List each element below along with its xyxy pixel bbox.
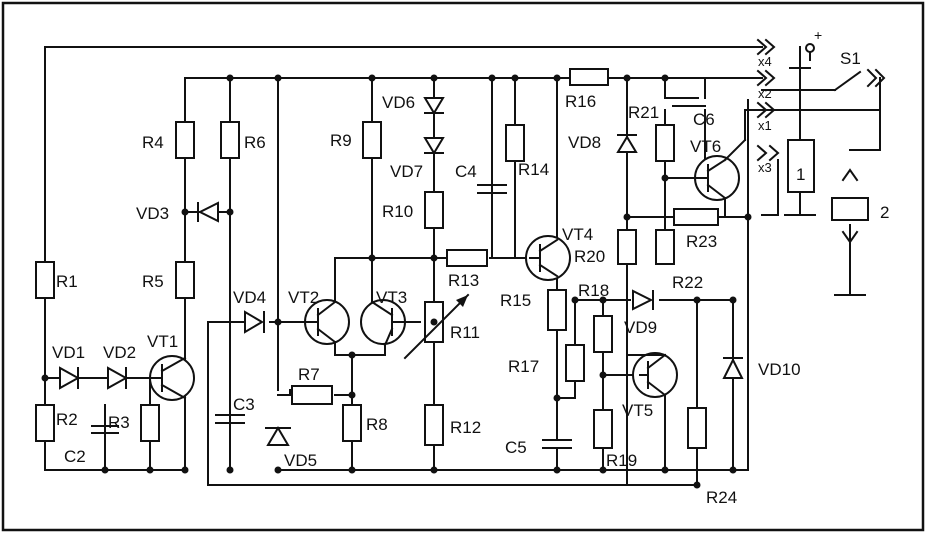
label-x1: x1 (758, 118, 772, 133)
wires (44, 46, 881, 486)
label-r22: R22 (672, 273, 703, 292)
connectors (756, 38, 886, 244)
label-r6: R6 (244, 133, 266, 152)
resistor-r20 (617, 229, 637, 265)
label-r8: R8 (366, 415, 388, 434)
label-plus: + (814, 27, 822, 43)
transistors (149, 109, 747, 401)
label-r9: R9 (330, 131, 352, 150)
resistor-r8 (342, 404, 362, 442)
label-vt5: VT5 (622, 401, 653, 420)
label-r18: R18 (578, 281, 609, 300)
label-vd1: VD1 (52, 343, 85, 362)
label-c5: C5 (505, 438, 527, 457)
resistors (35, 68, 719, 449)
label-r21: R21 (628, 103, 659, 122)
label-vd2: VD2 (103, 343, 136, 362)
label-x3: x3 (758, 160, 772, 175)
label-r10: R10 (382, 202, 413, 221)
label-c2: C2 (64, 447, 86, 466)
label-vt1: VT1 (147, 332, 178, 351)
resistor-r12 (424, 404, 444, 446)
label-r12: R12 (450, 418, 481, 437)
label-r19: R19 (606, 451, 637, 470)
label-vd5: VD5 (284, 451, 317, 470)
resistor-r21 (655, 124, 675, 162)
label-r7: R7 (298, 365, 320, 384)
label-r24: R24 (706, 488, 737, 507)
transistor-vt4 (525, 235, 571, 281)
label-r11: R11 (450, 323, 480, 342)
resistor-r19 (593, 409, 613, 449)
resistor-r7 (291, 385, 333, 405)
resistor-r18 (593, 315, 613, 353)
resistor-r1 (35, 261, 55, 299)
resistor-r17 (565, 344, 585, 382)
label-lamp: 1 (796, 165, 805, 184)
label-r2: R2 (56, 410, 78, 429)
label-vd4: VD4 (233, 288, 266, 307)
resistor-r10 (424, 191, 444, 229)
resistor-r14 (505, 124, 525, 162)
label-r14: R14 (518, 160, 549, 179)
label-x4: x4 (758, 54, 772, 69)
label-r3: R3 (108, 413, 130, 432)
label-vd9: VD9 (624, 318, 657, 337)
label-c4: C4 (455, 162, 477, 181)
resistor-r3 (140, 404, 160, 442)
label-r23: R23 (686, 232, 717, 251)
label-vd3: VD3 (136, 204, 169, 223)
label-r16: R16 (565, 92, 596, 111)
resistor-r22 (655, 229, 675, 265)
label-r17: R17 (508, 357, 539, 376)
label-r1: R1 (56, 272, 78, 291)
label-s1: S1 (840, 49, 861, 68)
label-r20: R20 (574, 247, 605, 266)
resistor-r15 (547, 289, 567, 331)
resistor-r4 (175, 121, 195, 159)
label-vd7: VD7 (390, 162, 423, 181)
component-labels: R1 R2 R3 R4 R5 R6 R7 R8 R9 R10 R11 R12 R… (52, 27, 889, 507)
resistor-r9 (362, 121, 382, 159)
label-x2: x2 (758, 86, 772, 101)
transistor-vt5 (632, 352, 678, 398)
capacitors (91, 97, 706, 449)
label-c3: C3 (233, 395, 255, 414)
label-r5: R5 (142, 272, 164, 291)
label-r15: R15 (500, 291, 531, 310)
junction-dots (41, 74, 752, 489)
resistor-r23 (673, 208, 719, 226)
label-vd8: VD8 (568, 133, 601, 152)
label-vd6: VD6 (382, 93, 415, 112)
label-vt4: VT4 (562, 225, 593, 244)
relay-coil-2 (831, 197, 869, 221)
resistor-r2 (35, 404, 55, 442)
label-vt3: VT3 (376, 288, 407, 307)
label-r13: R13 (448, 271, 479, 290)
label-r4: R4 (142, 133, 164, 152)
resistor-r5 (175, 261, 195, 299)
resistor-r24 (687, 407, 707, 449)
label-vt6: VT6 (690, 137, 721, 156)
diodes (59, 97, 744, 446)
resistor-r6 (220, 121, 240, 159)
resistor-r16 (569, 68, 609, 86)
label-relay: 2 (880, 203, 889, 222)
label-vt2: VT2 (288, 288, 319, 307)
label-c6: C6 (693, 110, 715, 129)
resistor-r13 (446, 249, 488, 267)
label-vd10: VD10 (758, 360, 801, 379)
